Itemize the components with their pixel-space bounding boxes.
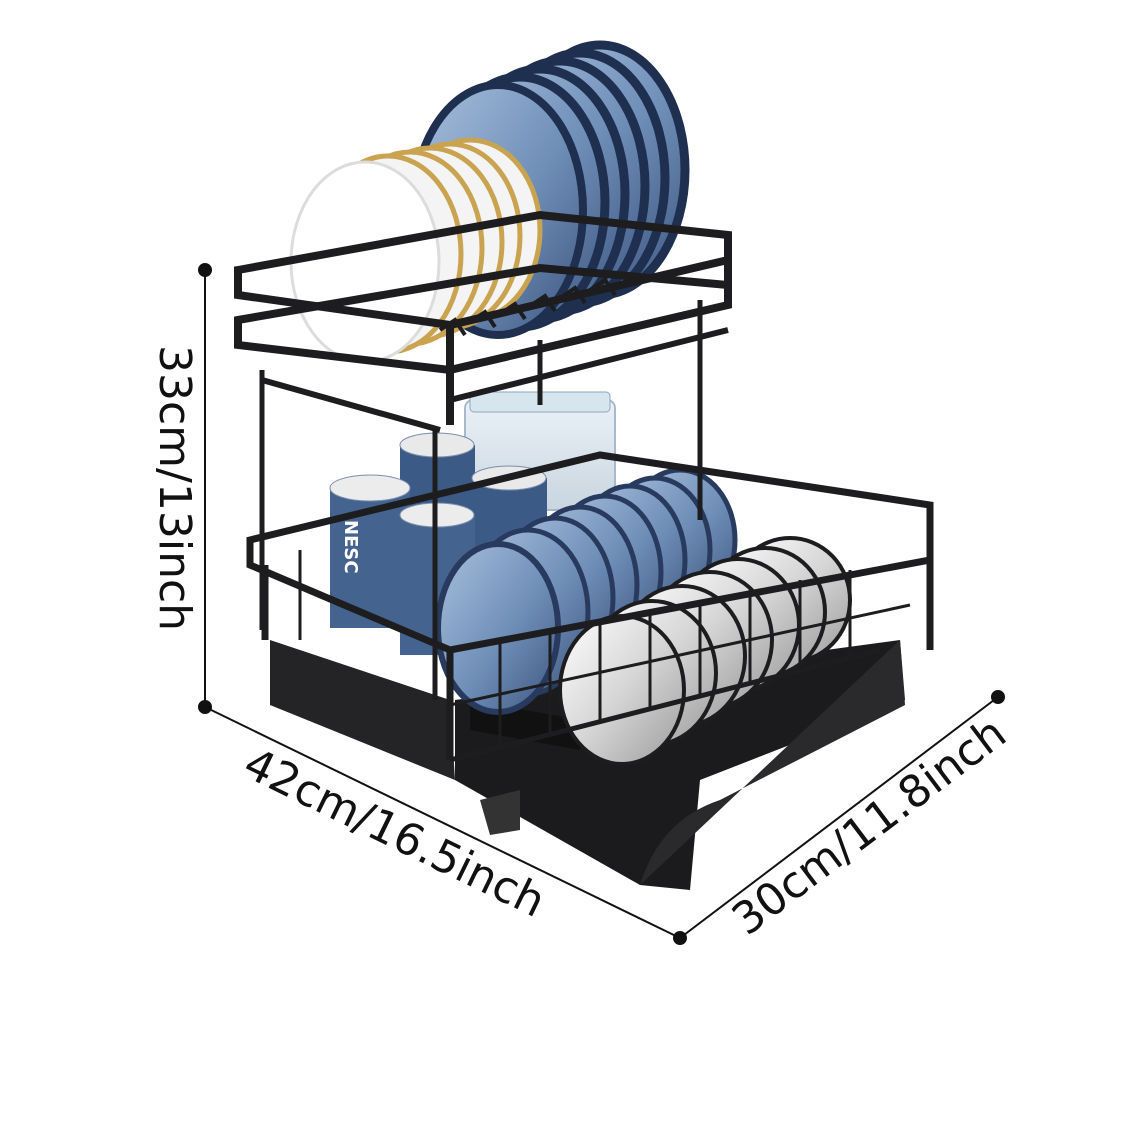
plate-slots [438, 277, 617, 337]
dish-rack: NESC [234, 40, 934, 890]
drain-spout [480, 790, 520, 835]
depth-end-dot [991, 690, 1005, 704]
basket-wires [498, 570, 852, 745]
upper-tray [234, 210, 732, 425]
lower-basket [246, 451, 934, 763]
height-top-dot [198, 263, 212, 277]
cup-brand-text: NESC [340, 520, 361, 574]
dimension-lines [198, 263, 1005, 945]
rack-posts [259, 300, 703, 700]
height-dimension-label: 33cm/13inch [149, 345, 200, 631]
